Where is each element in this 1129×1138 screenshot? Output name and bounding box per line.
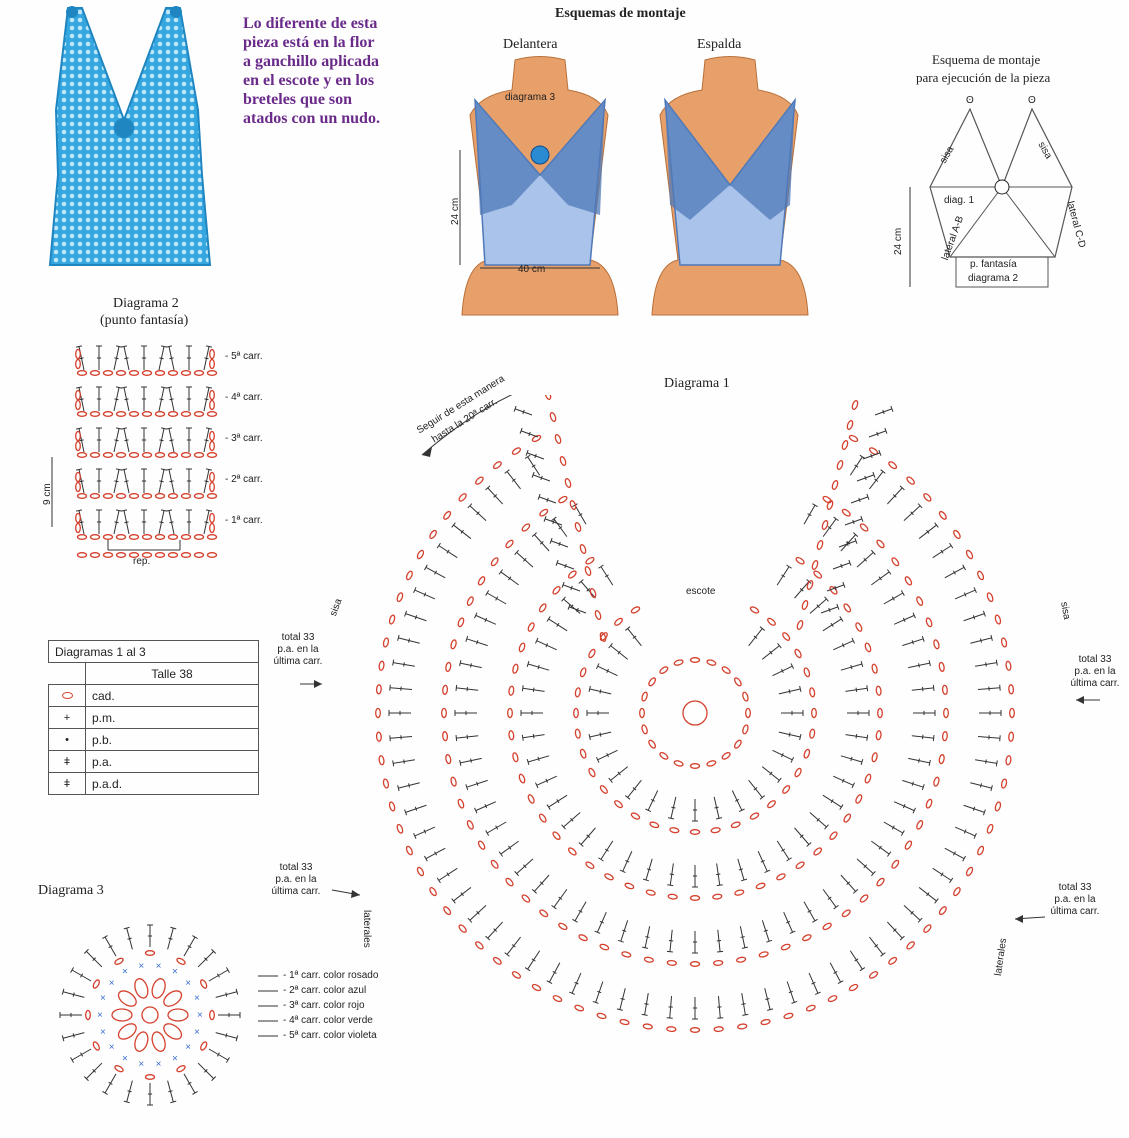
fantasia-label-2: diagrama 2 (968, 273, 1019, 284)
piece-height-label: 24 cm (893, 227, 904, 255)
svg-text:×: × (194, 993, 200, 1004)
total-label-upper-left: total 33 p.a. en la última carr. (268, 632, 328, 668)
svg-text:×: × (100, 993, 106, 1004)
pm-symbol: + (48, 706, 86, 729)
legend-item-pm: p.m. (85, 706, 259, 729)
front-height-label: 24 cm (450, 197, 461, 225)
legend-item-cad: cad. (85, 684, 259, 707)
assembly-figures (459, 56, 809, 316)
diagram2-chart (51, 345, 218, 558)
total-line-3: última carr. (273, 656, 323, 667)
diagram2-height-label: 9 cm (42, 483, 53, 505)
svg-text:×: × (185, 978, 191, 989)
legend-item-pad: p.a.d. (85, 772, 259, 795)
pad-symbol: ǂ (48, 772, 86, 795)
diagram1-chart (300, 395, 1100, 1033)
svg-text:×: × (156, 1059, 162, 1070)
diagram2-repeat-label: rep. (133, 556, 151, 567)
svg-text:×: × (138, 961, 144, 972)
diagram2-row-3: - 3ª carr. (225, 433, 263, 444)
svg-text:×: × (109, 978, 115, 989)
total-line-3: última carr. (1050, 906, 1100, 917)
escote-label: escote (686, 586, 716, 597)
back-label: Espalda (697, 37, 742, 52)
total-line-1: total 33 (279, 862, 313, 873)
svg-text:×: × (194, 1027, 200, 1038)
total-label-upper-right: total 33 p.a. en la última carr. (1065, 654, 1125, 690)
diagram2-subtitle: (punto fantasía) (100, 313, 189, 328)
svg-text:ʘ: ʘ (966, 95, 974, 106)
assembly-title: Esquemas de montaje (555, 6, 686, 21)
diagram2-title: Diagrama 2 (113, 296, 179, 311)
svg-text:×: × (109, 1042, 115, 1053)
diagram3-chart: ×××××××××××××××××× (59, 924, 278, 1106)
diagram2-stitches (75, 345, 218, 558)
svg-text:×: × (138, 1059, 144, 1070)
legend: Diagramas 1 al 3 Talle 38 cad. +p.m. •p.… (48, 640, 259, 795)
svg-text:×: × (97, 1010, 103, 1021)
total-label-lower-right: total 33 p.a. en la última carr. (1045, 882, 1105, 918)
diagram3-row-1: - 1ª carr. color rosado (283, 970, 379, 981)
laterales-left: laterales (361, 910, 372, 948)
piece-scheme-figure: ʘ ʘ (909, 95, 1073, 288)
svg-text:×: × (197, 1010, 203, 1021)
diagram2-row-2: - 2ª carr. (225, 474, 263, 485)
total-label-lower-left: total 33 p.a. en la última carr. (266, 862, 326, 898)
svg-text:×: × (172, 1053, 178, 1064)
svg-text:×: × (185, 1042, 191, 1053)
diagram2-row-4: - 4ª carr. (225, 392, 263, 403)
svg-text:×: × (122, 1053, 128, 1064)
total-line-1: total 33 (281, 632, 315, 643)
diagram3-row-2: - 2ª carr. color azul (283, 985, 367, 996)
front-label: Delantera (503, 37, 558, 52)
diagram3-row-4: - 4ª carr. color verde (283, 1015, 373, 1026)
fantasia-label-1: p. fantasía (970, 259, 1017, 270)
diagram3-stitches: ×××××××××××××××××× (59, 924, 241, 1106)
diagram3-row-3: - 3ª carr. color rojo (283, 1000, 365, 1011)
svg-text:×: × (156, 961, 162, 972)
pb-symbol: • (48, 728, 86, 751)
svg-text:×: × (100, 1027, 106, 1038)
diagram2-row-5: - 5ª carr. (225, 351, 263, 362)
total-line-2: p.a. en la (1074, 666, 1116, 677)
diagram3-tag: diagrama 3 (505, 92, 556, 103)
svg-text:×: × (122, 967, 128, 978)
diagram3-title: Diagrama 3 (38, 883, 104, 898)
total-line-3: última carr. (271, 886, 321, 897)
total-line-1: total 33 (1078, 654, 1112, 665)
svg-text:ʘ: ʘ (1028, 95, 1036, 106)
diagram1-title: Diagrama 1 (664, 376, 730, 391)
front-width-label: 40 cm (518, 264, 546, 275)
diagram1-stitches (375, 395, 1015, 1033)
diagram3-row-5: - 5ª carr. color violeta (283, 1030, 377, 1041)
total-line-1: total 33 (1058, 882, 1092, 893)
diagram2-row-1: - 1ª carr. (225, 515, 263, 526)
total-line-2: p.a. en la (1054, 894, 1096, 905)
total-line-3: última carr. (1070, 678, 1120, 689)
total-line-2: p.a. en la (277, 644, 319, 655)
top-photo (48, 6, 212, 266)
legend-size: Talle 38 (85, 662, 259, 685)
piece-scheme-title-1: Esquema de montaje (932, 52, 1041, 67)
piece-scheme-title-2: para ejecución de la pieza (916, 70, 1051, 85)
svg-text:×: × (172, 967, 178, 978)
cad-symbol (48, 684, 86, 707)
legend-item-pb: p.b. (85, 728, 259, 751)
total-line-2: p.a. en la (275, 874, 317, 885)
legend-header: Diagramas 1 al 3 (48, 640, 259, 663)
pa-symbol: ǂ (48, 750, 86, 773)
legend-item-pa: p.a. (85, 750, 259, 773)
diag1-label: diag. 1 (944, 195, 975, 206)
intro-text: Lo diferente de esta pieza está en la fl… (243, 15, 380, 127)
